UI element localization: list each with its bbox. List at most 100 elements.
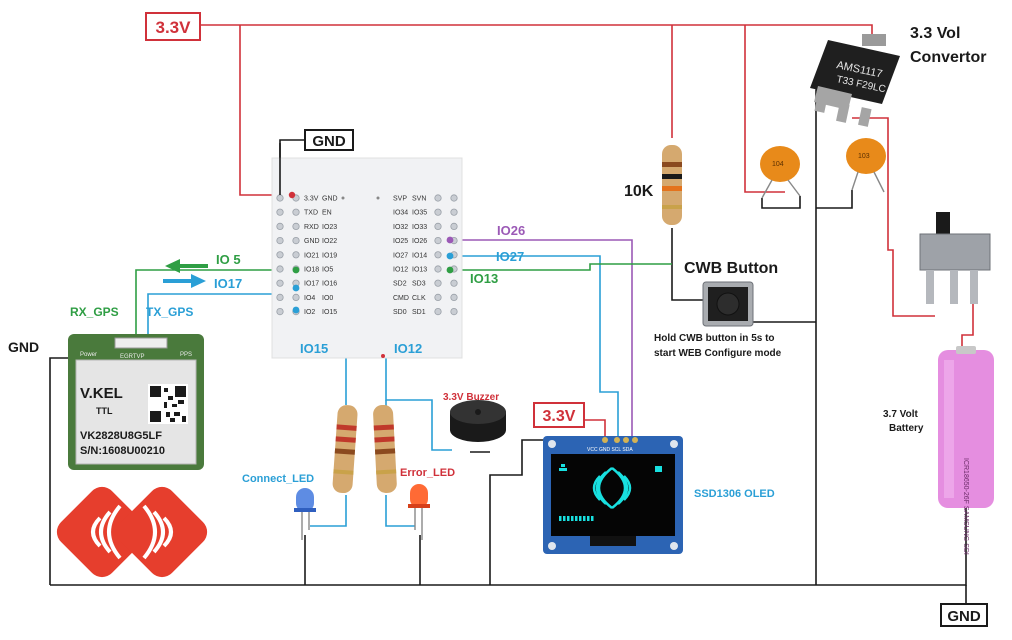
gps-connector [114,337,168,349]
gps-model: VK2828U8G5LF [80,430,162,442]
oled-bar-segment [591,516,594,521]
esp32-pin-hole [276,194,284,202]
esp32-pin-hole [434,208,442,216]
label-converter-line2: Convertor [910,49,986,66]
gps-pps-label: PPS [180,352,192,358]
esp32-mark-dot [341,196,345,200]
arrow-left-icon [165,259,208,273]
esp32-pin-label: IO19 [322,252,337,259]
esp32-pin-label: TXD [304,210,318,217]
label-box-gnd-bottom [940,603,988,627]
resistor-body [662,145,682,225]
wire-cap2-gnd [816,190,853,209]
esp32-pin-hole [292,222,300,230]
esp32-pin-label: IO23 [322,224,337,231]
esp32-pin-label: GND [304,238,320,245]
oled-pins [602,437,638,443]
esp32-pin-label: IO4 [304,295,315,302]
esp32-pin-hole [292,251,300,259]
esp32-pin-label: IO0 [322,295,333,302]
esp32-pin-label: IO27 [393,252,408,259]
gps-power-label: Power [80,352,97,358]
label-battery-2: Battery [889,423,924,434]
esp32-pin-label: CLK [412,295,426,302]
resistor-led2 [373,404,397,493]
esp32-pin-label: RXD [304,224,319,231]
esp32-pin-label: IO35 [412,210,427,217]
esp32-pin-label: SD1 [412,309,426,316]
esp32-pin-hole [434,307,442,316]
label-box-3v3-oled [533,402,585,428]
esp32-pin-hole [434,222,442,230]
wire-resistor-button [671,228,703,301]
label-gnd-bottom: GND [947,608,981,625]
esp32-pin-hole [434,279,442,287]
label-3v3-oled: 3.3V [543,408,576,425]
oled-bar-segment [579,516,582,521]
esp32-pin-hole [292,208,300,216]
esp32-connected-pin [446,266,454,274]
gps-module: V.KEL TTL VK2828U8G5LF S/N:1608U00210 Po… [68,334,204,470]
esp32-connected-pin [292,284,300,292]
gps-serial: S/N:1608U00210 [80,445,165,457]
wire-3v3-top [200,24,873,40]
battery-marking: ICR18650-26F SAMSUNG SDI [962,458,969,555]
error-led [408,484,430,540]
esp32-pin-hole [292,237,300,245]
esp32-pin-label: 3.3V [304,196,319,203]
esp32-pin-label: IO32 [393,224,408,231]
esp32-board: 3.3VTXDRXDGNDIO21IO18IO17IO4IO2GNDENIO23… [271,157,463,359]
logo-waves [91,504,173,560]
esp32-pin-hole [450,194,458,202]
connect-led [294,488,316,540]
brand-logo [56,486,208,578]
esp32-pin-label: IO2 [304,309,315,316]
esp32-marker-dot [381,354,385,358]
esp32-pin-label: IO12 [393,267,408,274]
gps-code: EGRTVP [120,354,145,360]
label-buzzer: 3.3V Buzzer [443,392,499,403]
oled-bar-segment [559,516,562,521]
oled-logo-icon [592,467,632,509]
cwb-push-button [702,281,754,327]
label-connect-led: Connect_LED [242,473,314,485]
esp32-pin-hole [434,265,442,273]
esp32-pin-label: SD0 [393,309,407,316]
wire-led2-anode [385,495,415,527]
oled-bar-segment [575,516,578,521]
oled-bar-segment [571,516,574,521]
wire-oled-vcc [585,419,606,438]
wire-converter-switch [852,117,935,317]
led-body-blue [296,488,314,512]
esp32-pin-label: IO34 [393,210,408,217]
esp32-pin-label: SVP [393,196,407,203]
button-cap [716,292,740,316]
chip-tab [862,34,886,46]
buzzer [450,400,506,442]
capacitor-103: 103 [846,138,886,193]
label-io17: IO17 [214,276,242,291]
wire-io5-rx [135,269,296,340]
esp32-pin-hole [450,279,458,287]
esp32-pin-hole [292,293,300,301]
direction-arrows [163,259,208,288]
oled-bar-segment [563,516,566,521]
label-hold-note-2: start WEB Configure mode [654,348,782,359]
label-gnd-left: GND [8,339,39,355]
switch-slider [936,212,950,238]
oled-bar-segment [587,516,590,521]
oled-bar-segment [583,516,586,521]
esp32-connected-pin [446,236,454,244]
cap-body [846,138,886,174]
esp32-pin-label: SD2 [393,281,407,288]
led-body-red [410,484,428,508]
label-io13: IO13 [470,271,498,286]
label-error-led: Error_LED [400,467,455,479]
esp32-pin-label: SD3 [412,281,426,288]
esp32-pin-label: GND [322,196,338,203]
esp32-mark-dot [376,196,380,200]
esp32-pin-label: IO26 [412,238,427,245]
esp32-pin-label: SVN [412,196,426,203]
